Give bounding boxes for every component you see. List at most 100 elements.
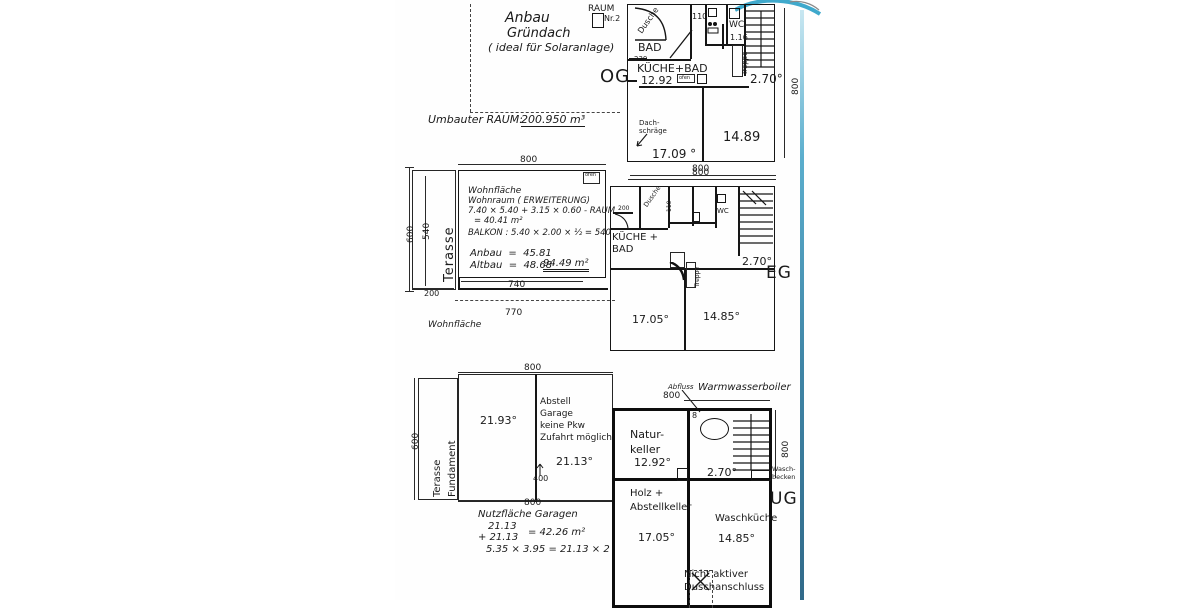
ug-wall-mid xyxy=(612,478,772,481)
og-bad-label: BAD xyxy=(638,41,662,54)
og-umbauter-raum-value: 200.950 m³ xyxy=(521,113,586,127)
og-dachschraege-arrow xyxy=(636,133,648,147)
og-wc-label: WC xyxy=(729,20,745,30)
ug-area-270: 2.70° xyxy=(707,466,737,479)
ug-fixture-box-2 xyxy=(751,470,771,481)
eg-treppe-box xyxy=(686,262,696,288)
eg-wc-fixture-2 xyxy=(692,212,700,222)
eg-terrasse-label: Terasse xyxy=(442,226,457,282)
og-wall-wc-bottom xyxy=(705,44,745,46)
og-anbau-dashed-left xyxy=(470,4,471,112)
og-raum-nr: Nr.2 xyxy=(604,14,621,23)
og-wc-sink-icon xyxy=(707,22,719,34)
ug-nutz-line4: 5.35 × 3.95 = 21.13 × 2 xyxy=(486,544,610,555)
eg-calc-line3: 7.40 × 5.40 + 3.15 × 0.60 - RAUM xyxy=(468,206,616,216)
ug-nutzflaeche-title: Nutzfläche Garagen xyxy=(478,509,578,520)
og-dim-bottom-line xyxy=(630,175,776,176)
ug-dim-house-800-left: 800 xyxy=(663,391,681,401)
eg-area-270: 2.70° xyxy=(742,255,772,268)
ug-nutz-line1: 21.13 xyxy=(488,521,517,532)
ug-nutz-line3: = 42.26 m² xyxy=(528,527,586,538)
ug-wall-nk-right xyxy=(687,408,690,480)
eg-dim-200: 200 xyxy=(424,289,440,298)
eg-staircase xyxy=(740,190,773,244)
ug-dim-top-800: 800 xyxy=(524,363,542,373)
ug-garage-note: Abstell Garage keine Pkw Zufahrt möglich xyxy=(540,397,612,444)
og-dim-right-line xyxy=(784,8,785,158)
eg-calc-line2: Wohnraum ( ERWEITERUNG) xyxy=(468,196,590,206)
og-dim-bottom-800: 800 xyxy=(692,164,710,174)
ug-dim-right-800-line xyxy=(775,410,776,478)
ug-boiler-note: Warmwasserboiler xyxy=(698,382,791,393)
og-wc-fixture-2 xyxy=(729,8,740,19)
eg-wall-mid xyxy=(610,268,775,270)
blue-scan-curve-top xyxy=(735,0,822,16)
eg-calc-line7: Altbau = 48.68 xyxy=(470,260,553,271)
ug-garage-area-right: 21.13° xyxy=(556,455,593,468)
og-wall-stairs-left xyxy=(744,4,746,76)
eg-door-110: 110 xyxy=(666,200,673,212)
eg-part-3 xyxy=(692,186,694,226)
og-wall-kitchen-top xyxy=(627,59,691,61)
ug-dim-top-800-line xyxy=(458,372,613,373)
og-anbau-dashed-bottom xyxy=(470,112,620,113)
og-outer-wall xyxy=(627,4,775,162)
og-wall-wc-right xyxy=(726,4,728,44)
eg-dim-tick-bottom xyxy=(405,291,414,292)
og-raum-box xyxy=(592,13,604,28)
og-ofen-box xyxy=(677,74,695,83)
og-treppe-label: Treppe xyxy=(741,51,749,75)
ug-garage-area-left: 21.93° xyxy=(480,414,517,427)
eg-anbau-left-ext xyxy=(458,278,460,289)
ug-room-wasch-label: Waschküche xyxy=(715,513,778,524)
eg-part-1 xyxy=(639,186,641,228)
eg-dim-770-dash xyxy=(455,300,615,301)
eg-calc-line1: Wohnfläche xyxy=(468,186,522,196)
og-wc-fixture-1 xyxy=(708,8,717,17)
eg-wc-fixture xyxy=(717,194,726,203)
eg-dim-tick-top xyxy=(405,167,414,168)
ug-dim-600-line xyxy=(414,378,415,500)
og-wall-dim-stub xyxy=(627,80,637,82)
ug-room-naturkeller-area: 12.92° xyxy=(634,456,671,469)
eg-door-200-line xyxy=(613,212,633,214)
ug-wall-bottom-split xyxy=(687,478,690,608)
ug-shower-dash-left xyxy=(689,570,690,608)
eg-part-4 xyxy=(715,186,717,228)
ug-inner-400-arrow xyxy=(536,463,544,476)
ug-dim-house-line xyxy=(684,400,770,401)
og-wall-living-mid xyxy=(702,86,704,162)
og-door-swing-bath xyxy=(669,30,693,59)
ug-boiler-abfluss-label: Abfluss xyxy=(668,383,694,391)
eg-calc-line5: BALKON : 5.40 × 2.00 × ½ = 540 xyxy=(468,228,611,238)
eg-dim-600-line xyxy=(409,168,410,292)
ug-terrasse-fundament-rect xyxy=(418,378,458,500)
og-kueche-bad-label: KÜCHE+BAD xyxy=(637,62,708,75)
eg-area-1705: 17.05° xyxy=(632,313,669,326)
og-area-1489: 14.89 xyxy=(723,130,761,145)
eg-dim-740: 740 xyxy=(508,280,526,290)
ug-shower-dash-right xyxy=(712,570,713,608)
eg-wall-mid-v xyxy=(684,268,686,351)
ug-bottom-note: Nicht aktiver Duschanschluss xyxy=(684,569,765,593)
og-wall-living-top xyxy=(639,86,749,88)
og-staircase xyxy=(746,10,774,68)
eg-kueche-bad-label: KÜCHE + BAD xyxy=(612,232,658,255)
ug-mark-8: 8 xyxy=(692,411,698,420)
og-dim-right-800: 800 xyxy=(791,77,801,95)
og-anbau-note-line3: ( ideal für Solaranlage) xyxy=(488,41,615,54)
og-wall-wc-left xyxy=(705,4,707,44)
eg-dim-540: 540 xyxy=(422,222,432,240)
eg-area-1485: 14.85° xyxy=(703,310,740,323)
ug-nutz-line2: + 21.13 xyxy=(478,532,519,543)
eg-dim-top-line xyxy=(458,164,606,165)
eg-band-bottom2 xyxy=(668,222,715,224)
ug-shower-dash-top xyxy=(689,570,712,571)
ug-room-holz-area: 17.05° xyxy=(638,531,675,544)
og-level-label: OG xyxy=(600,66,631,87)
ug-level-label: UG xyxy=(770,489,798,509)
ug-shower-x-icon xyxy=(691,572,710,591)
ug-waschbecken-label: Wasch- becken xyxy=(772,465,796,482)
og-area-1709: 17.09 ° xyxy=(652,147,697,161)
og-door-230-line xyxy=(629,58,647,59)
